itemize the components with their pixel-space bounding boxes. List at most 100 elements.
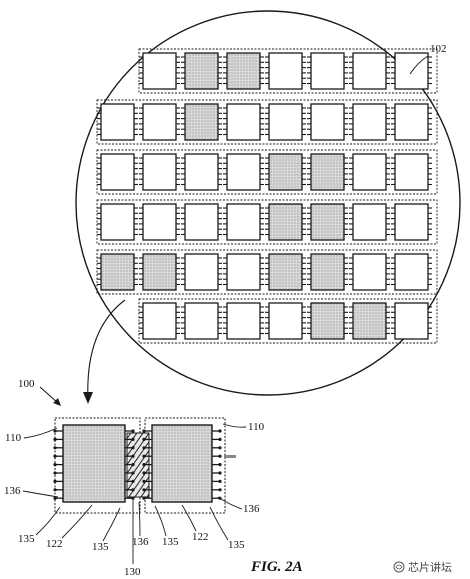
assembly-bump-dot (142, 479, 146, 483)
assembly-arrow (39, 386, 59, 404)
wafer-die-filled (184, 103, 219, 141)
label-136-left: 136 (4, 485, 21, 497)
assembly-bump-dot (53, 471, 57, 475)
wafer-row-strip (138, 48, 438, 94)
assembly-bump-dot (218, 463, 222, 467)
assembly-bump-dot (53, 454, 57, 458)
wafer-die-empty (184, 203, 219, 241)
assembly-bump-dot (53, 446, 57, 450)
watermark: 芯片讲坛 (393, 560, 452, 574)
wafer-row-strip (138, 298, 438, 344)
wafer-die-filled (142, 253, 177, 291)
wafer-die-empty (226, 253, 261, 291)
assembly-bump-dot (218, 488, 222, 492)
wafer-row-strip (96, 149, 438, 195)
assembly-label: 100 (18, 378, 35, 390)
figure-title: FIG. 2A (250, 559, 303, 575)
assembly-bump-dot (131, 429, 135, 433)
wafer-outline (75, 10, 461, 396)
wafer-row-strip (96, 199, 438, 245)
leader-122-left (61, 504, 93, 539)
assembly-bump-dot (218, 454, 222, 458)
assembly-bump-dot (53, 463, 57, 467)
wafer-die-empty (142, 52, 177, 90)
wafer-die-filled (268, 253, 303, 291)
leader-135-r1 (154, 505, 167, 537)
assembly-arrowhead (53, 398, 61, 406)
wafer-die-empty (352, 52, 387, 90)
assembly-bump-dot (142, 437, 146, 441)
wafer-die-filled (268, 153, 303, 191)
wafer-die-empty (184, 302, 219, 340)
wafer-die-filled (226, 52, 261, 90)
wafer-die-empty (394, 253, 429, 291)
wafer-die-empty (142, 203, 177, 241)
left-die (62, 424, 126, 503)
wafer-die-empty (142, 153, 177, 191)
wafer-die-empty (142, 302, 177, 340)
wafer-die-empty (226, 302, 261, 340)
leader-110-left (23, 427, 58, 439)
label-122-right: 122 (192, 531, 209, 543)
label-135-r1: 135 (162, 536, 179, 548)
wafer-die-empty (352, 153, 387, 191)
assembly-bumps (53, 429, 222, 500)
label-136-right: 136 (243, 503, 260, 515)
wafer-die-filled (184, 52, 219, 90)
wafer-die-empty (268, 103, 303, 141)
assembly-bump-dot (142, 463, 146, 467)
wafer-row-strip (96, 249, 438, 295)
wafer-die-empty (184, 153, 219, 191)
wafer-die-grid (96, 48, 438, 344)
assembly-bump-dot (53, 488, 57, 492)
assembly-bump-dot (53, 496, 57, 500)
assembly-bump-dot (53, 479, 57, 483)
wafer-die-empty (268, 52, 303, 90)
wafer-die-empty (226, 103, 261, 141)
wafer-die-empty (100, 103, 135, 141)
leader-136-left (22, 490, 59, 498)
label-110-right: 110 (248, 421, 265, 433)
watermark-logo-icon (393, 561, 405, 573)
wafer-die-filled (352, 302, 387, 340)
assembly-bump-dot (53, 437, 57, 441)
wafer-die-filled (310, 153, 345, 191)
assembly-bump-dot (142, 471, 146, 475)
assembly-bump-dot (218, 429, 222, 433)
wafer-row-strip (96, 99, 438, 145)
wafer-die-empty (226, 203, 261, 241)
assembly-bump-dot (131, 488, 135, 492)
assembly-bump-dot (131, 479, 135, 483)
assembly-bump-dot (142, 446, 146, 450)
wafer-die-empty (394, 203, 429, 241)
wafer-die-empty (310, 103, 345, 141)
label-122-left: 122 (46, 538, 63, 550)
wafer-die-empty (184, 253, 219, 291)
zoom-arrowhead (83, 392, 93, 404)
wafer-die-empty (100, 153, 135, 191)
assembly-bump-dot (142, 496, 146, 500)
assembly-bump-dot (131, 446, 135, 450)
wafer-die-empty (352, 103, 387, 141)
wafer-die-empty (394, 103, 429, 141)
wafer-die-filled (310, 203, 345, 241)
leader-122-right (181, 504, 197, 532)
wafer-die-empty (394, 302, 429, 340)
wafer-die-empty (310, 52, 345, 90)
wafer-die-filled (310, 302, 345, 340)
wafer-leader-line (409, 55, 429, 75)
assembly-bump-dot (142, 488, 146, 492)
label-135-l1: 135 (18, 533, 35, 545)
assembly-bump-dot (142, 454, 146, 458)
leader-136-mid (138, 501, 141, 537)
label-135-l2: 135 (92, 541, 109, 553)
right-frame-tab (224, 455, 236, 458)
assembly-bump-dot (131, 496, 135, 500)
wafer-die-empty (352, 253, 387, 291)
leader-110-right (222, 423, 247, 428)
wafer-die-empty (226, 153, 261, 191)
assembly-bump-dot (131, 471, 135, 475)
assembly-bump-dot (131, 463, 135, 467)
zoom-arrow (87, 299, 126, 401)
